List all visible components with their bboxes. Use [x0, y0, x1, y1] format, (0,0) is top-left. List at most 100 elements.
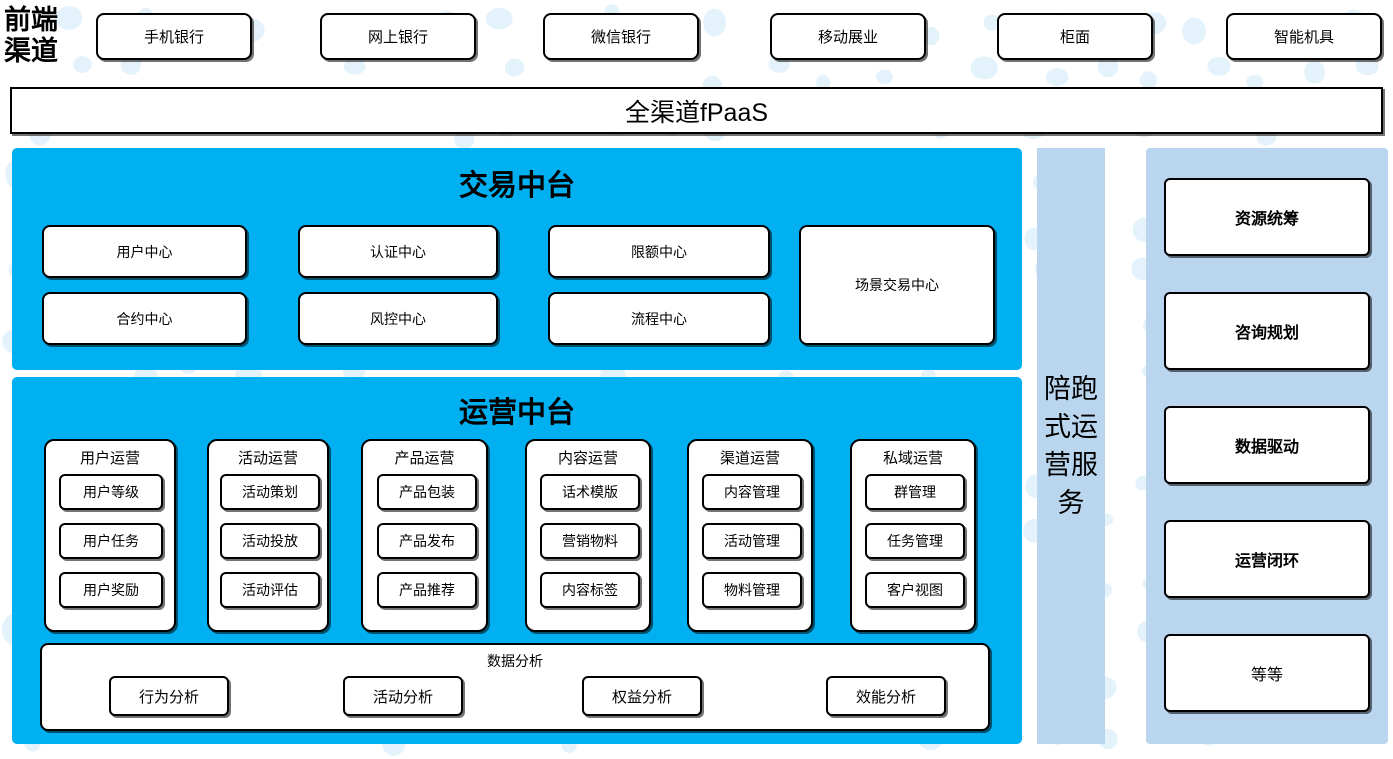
op-item-product-packaging[interactable]: 产品包装	[377, 474, 477, 510]
cap-card-consulting-planning[interactable]: 咨询规划	[1164, 292, 1370, 370]
op-item-user-reward[interactable]: 用户奖励	[59, 572, 163, 608]
tx-card-limit-center[interactable]: 限额中心	[548, 225, 770, 278]
da-item-benefit-analysis[interactable]: 权益分析	[582, 676, 702, 716]
op-item-label: 任务管理	[887, 533, 943, 549]
da-item-behavior-analysis[interactable]: 行为分析	[109, 676, 229, 716]
tx-card-label: 认证中心	[370, 243, 426, 260]
channel-box-label: 手机银行	[143, 29, 204, 46]
data-analysis-panel: 数据分析 行为分析 活动分析 权益分析 效能分析	[40, 643, 990, 731]
channel-box-counter[interactable]: 柜面	[997, 13, 1153, 60]
cap-card-etc[interactable]: 等等	[1164, 634, 1370, 712]
capability-column: 资源统筹 咨询规划 数据驱动 运营闭环 等等	[1146, 148, 1388, 744]
op-group-campaign-operations: 活动运营 活动策划 活动投放 活动评估	[207, 439, 329, 632]
tx-card-label: 合约中心	[116, 310, 173, 327]
cap-card-label: 数据驱动	[1234, 439, 1299, 456]
tx-card-scenario-transaction-center[interactable]: 场景交易中心	[799, 225, 995, 345]
op-item-marketing-material[interactable]: 营销物料	[540, 523, 640, 559]
front-channel-label-line2: 渠道	[4, 36, 58, 66]
tx-card-label: 用户中心	[116, 243, 173, 260]
front-channel-label: 前端 渠道	[4, 4, 80, 68]
transaction-platform-panel: 交易中台 用户中心 认证中心 限额中心 合约中心 风控中心 流程中心 场景交易中…	[12, 148, 1022, 370]
cap-card-label: 咨询规划	[1234, 325, 1299, 342]
op-item-label: 产品推荐	[399, 582, 455, 598]
op-group-product-operations: 产品运营 产品包装 产品发布 产品推荐	[361, 439, 488, 632]
tx-card-label: 流程中心	[631, 310, 687, 327]
op-item-product-release[interactable]: 产品发布	[377, 523, 477, 559]
da-item-label: 效能分析	[855, 688, 916, 706]
op-group-title: 产品运营	[394, 450, 455, 467]
channel-box-wechat-bank[interactable]: 微信银行	[543, 13, 699, 60]
op-item-material-management[interactable]: 物料管理	[702, 572, 802, 608]
op-item-label: 用户奖励	[83, 582, 139, 598]
channel-box-online-bank[interactable]: 网上银行	[320, 13, 476, 60]
op-item-label: 产品包装	[399, 484, 455, 500]
op-item-customer-view[interactable]: 客户视图	[865, 572, 965, 608]
op-group-channel-operations: 渠道运营 内容管理 活动管理 物料管理	[687, 439, 813, 632]
op-item-user-task[interactable]: 用户任务	[59, 523, 163, 559]
tx-card-label: 场景交易中心	[855, 277, 939, 293]
omnichannel-fpaas-bar[interactable]: 全渠道fPaaS	[10, 87, 1383, 134]
op-group-title: 渠道运营	[719, 450, 780, 467]
op-item-label: 用户等级	[83, 484, 139, 500]
op-item-task-management[interactable]: 任务管理	[865, 523, 965, 559]
op-item-user-level[interactable]: 用户等级	[59, 474, 163, 510]
accompanying-operation-service-label: 陪跑式运营服务	[1044, 374, 1098, 518]
tx-card-contract-center[interactable]: 合约中心	[42, 292, 247, 345]
da-item-label: 行为分析	[138, 688, 199, 706]
channel-box-mobile-business[interactable]: 移动展业	[770, 13, 926, 60]
op-item-label: 客户视图	[887, 582, 943, 598]
tx-card-label: 风控中心	[370, 310, 426, 327]
tx-card-risk-center[interactable]: 风控中心	[298, 292, 498, 345]
da-item-efficiency-analysis[interactable]: 效能分析	[826, 676, 946, 716]
op-group-title: 内容运营	[557, 450, 618, 467]
op-item-content-management[interactable]: 内容管理	[702, 474, 802, 510]
op-item-group-management[interactable]: 群管理	[865, 474, 965, 510]
op-item-campaign-management[interactable]: 活动管理	[702, 523, 802, 559]
op-item-campaign-evaluation[interactable]: 活动评估	[220, 572, 320, 608]
accompanying-operation-service-column: 陪跑式运营服务	[1037, 148, 1105, 744]
da-item-label: 活动分析	[372, 688, 433, 706]
cap-card-data-driven[interactable]: 数据驱动	[1164, 406, 1370, 484]
da-item-campaign-analysis[interactable]: 活动分析	[343, 676, 463, 716]
transaction-platform-title: 交易中台	[458, 170, 575, 202]
channel-box-smart-machine[interactable]: 智能机具	[1226, 13, 1382, 60]
op-item-label: 活动评估	[242, 582, 298, 598]
channel-box-label: 移动展业	[817, 29, 878, 46]
op-item-label: 产品发布	[399, 533, 455, 549]
op-item-label: 活动策划	[242, 484, 298, 500]
op-item-label: 内容管理	[724, 484, 780, 500]
op-item-script-template[interactable]: 话术模版	[540, 474, 640, 510]
op-item-label: 话术模版	[562, 484, 618, 500]
channel-box-mobile-bank[interactable]: 手机银行	[96, 13, 252, 60]
op-item-label: 活动投放	[242, 533, 298, 549]
front-channel-label-line1: 前端	[4, 5, 58, 35]
op-item-label: 活动管理	[724, 533, 780, 549]
op-item-label: 群管理	[894, 484, 936, 500]
op-group-title: 私域运营	[882, 450, 943, 467]
op-item-campaign-planning[interactable]: 活动策划	[220, 474, 320, 510]
cap-card-resource-coordination[interactable]: 资源统筹	[1164, 178, 1370, 256]
op-item-content-tag[interactable]: 内容标签	[540, 572, 640, 608]
op-group-content-operations: 内容运营 话术模版 营销物料 内容标签	[525, 439, 651, 632]
channel-box-label: 智能机具	[1273, 29, 1334, 46]
channel-box-label: 柜面	[1059, 29, 1090, 46]
op-group-user-operations: 用户运营 用户等级 用户任务 用户奖励	[44, 439, 176, 632]
op-group-title: 活动运营	[237, 450, 298, 467]
tx-card-user-center[interactable]: 用户中心	[42, 225, 247, 278]
cap-card-operation-closed-loop[interactable]: 运营闭环	[1164, 520, 1370, 598]
cap-card-label: 资源统筹	[1234, 211, 1299, 228]
channel-box-label: 微信银行	[590, 29, 651, 46]
op-group-private-domain-operations: 私域运营 群管理 任务管理 客户视图	[850, 439, 976, 632]
op-item-label: 营销物料	[562, 533, 618, 549]
op-item-campaign-delivery[interactable]: 活动投放	[220, 523, 320, 559]
da-item-label: 权益分析	[611, 688, 672, 706]
tx-card-auth-center[interactable]: 认证中心	[298, 225, 498, 278]
op-item-label: 用户任务	[83, 533, 139, 549]
tx-card-label: 限额中心	[631, 243, 687, 260]
fpaas-label: 全渠道fPaaS	[624, 98, 769, 127]
op-item-product-recommendation[interactable]: 产品推荐	[377, 572, 477, 608]
cap-card-label: 运营闭环	[1234, 553, 1299, 570]
tx-card-process-center[interactable]: 流程中心	[548, 292, 770, 345]
cap-card-label: 等等	[1250, 667, 1283, 684]
